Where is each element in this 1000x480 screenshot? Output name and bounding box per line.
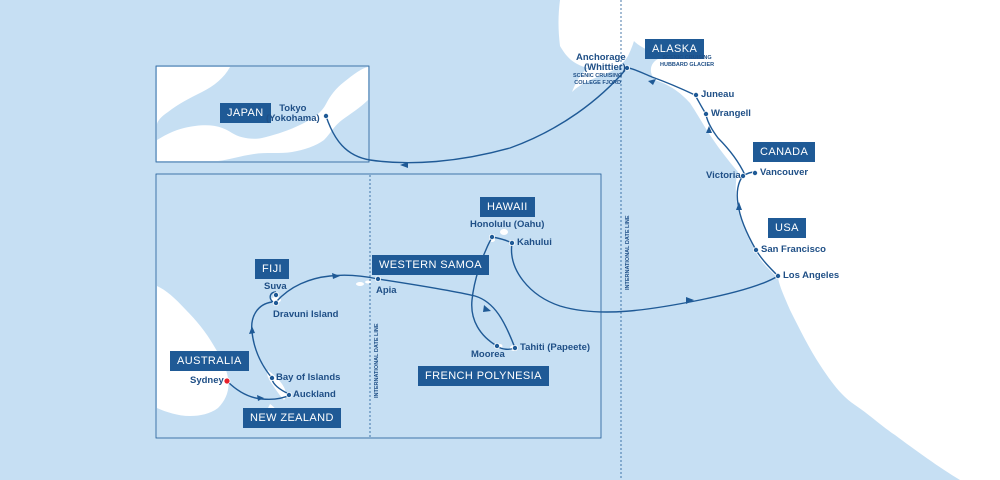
port-label-anchorage: Anchorage (Whittier) [576,52,626,73]
port-label-auckland: Auckland [293,389,336,400]
port-label-suva: Suva [264,281,287,292]
hawaii-island-b [500,229,508,235]
asia-mainland-land [157,67,230,124]
arrow-6 [686,297,694,304]
samoa-island-b [365,280,371,284]
port-label-moorea: Moorea [471,349,505,360]
port-label-dravuni: Dravuni Island [273,309,339,320]
port-label-juneau: Juneau [701,89,735,100]
dot-suva [272,291,279,298]
dot-tahiti [512,344,519,351]
route-moorea-honolulu [471,236,498,347]
port-label-sydney: Sydney [190,375,224,386]
port-label-honolulu: Honolulu (Oahu) [470,219,545,230]
route-juneau-anchorage [626,67,696,96]
region-badge-hawaii: HAWAII [480,197,535,217]
port-dots [268,65,782,398]
dot-apia [374,275,381,282]
region-badge-new-zealand: NEW ZEALAND [243,408,341,428]
dot-kahului [508,239,515,246]
port-label-apia: Apia [376,285,397,296]
scenic-label-college-fjord: SCENIC CRUISING COLLEGE FJORD [573,73,623,86]
samoa-island-a [356,282,364,286]
route-apia-tahiti [377,278,516,349]
date-line-label-main: INTERNATIONAL DATE LINE [625,215,631,290]
scenic-label-hubbard-glacier: SCENIC CRUISING HUBBARD GLACIER [660,55,715,68]
dot-bay-of-islands [268,374,275,381]
route-vancouver-wrangell [705,113,746,176]
dot-anchorage [624,65,631,72]
dot-dravuni [272,299,279,306]
region-badge-australia: AUSTRALIA [170,351,249,371]
port-label-victoria: Victoria [706,170,741,181]
dot-moorea [493,342,500,349]
port-label-bay-of-islands: Bay of Islands [276,372,341,383]
dot-auckland [285,391,292,398]
port-label-san-francisco: San Francisco [761,244,826,255]
port-label-wrangell: Wrangell [711,108,751,119]
north-america-land [630,0,1000,480]
port-label-tahiti: Tahiti (Papeete) [520,342,591,353]
route-sf-victoria [736,175,757,251]
dot-los-angeles [775,272,782,279]
region-badge-canada: CANADA [753,142,816,162]
route-fiji-apia [275,274,379,303]
mexico-coast-land [780,282,868,398]
port-label-vancouver: Vancouver [760,167,809,178]
region-badge-usa: USA [768,218,806,238]
dot-sydney-start [223,377,231,385]
route-dravuni-suva [269,291,277,303]
dot-san-francisco [753,246,760,253]
alaska-peninsula-land [558,0,640,92]
arrow-3 [332,273,340,279]
arrow-9 [648,79,656,85]
dot-tokyo [322,113,329,120]
port-label-los-angeles: Los Angeles [783,270,840,281]
region-badge-french-polynesia: FRENCH POLYNESIA [418,366,549,386]
dot-vancouver [752,169,759,176]
japan-land [157,67,368,161]
region-badge-alaska: ALASKA [645,39,705,59]
pacific-inset-frame [155,173,602,439]
dot-wrangell [703,111,710,118]
arrow-7 [736,202,742,210]
dot-honolulu [488,233,495,240]
arrow-2 [249,326,255,334]
dot-victoria [740,172,747,179]
route-kahului-losangeles [510,242,779,313]
region-badge-fiji: FIJI [255,259,289,279]
route-anchorage-tokyo [325,67,628,164]
arrow-4 [483,305,491,312]
date-line-label-inset: INTERNATIONAL DATE LINE [374,323,380,398]
port-label-tokyo: Tokyo (Yokohama) [266,103,320,124]
port-label-kahului: Kahului [517,237,552,248]
region-badge-japan: JAPAN [220,103,271,123]
region-badge-western-samoa: WESTERN SAMOA [372,255,489,275]
dot-juneau [693,92,700,99]
arrow-1 [257,395,264,401]
arrow-10 [400,162,408,168]
arrow-8 [706,126,712,133]
